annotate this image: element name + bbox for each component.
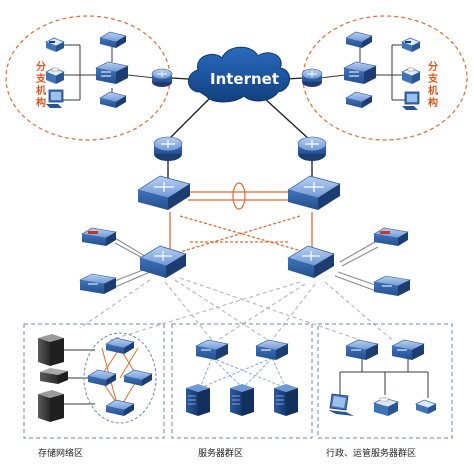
ha-links [169, 191, 313, 253]
internet-label: Internet [210, 70, 279, 88]
admin-links [339, 358, 429, 398]
left-branch-pc-icon [46, 89, 64, 108]
right-branch-ap-icon [345, 31, 373, 48]
admin-switch-left-icon [345, 339, 379, 360]
access-switch-left-icon [79, 273, 117, 294]
left-branch-char-3: 机 [36, 84, 46, 97]
server-2-icon [230, 384, 254, 416]
left-branch-area [5, 15, 171, 141]
right-branch-char-1: 分 [428, 60, 438, 73]
distribution-links [79, 277, 393, 341]
left-branch-char-1: 分 [36, 60, 46, 73]
admin-phone-icon [414, 399, 438, 414]
right-branch-hub-icon [345, 91, 373, 108]
san-switch-right-icon [123, 369, 153, 386]
right-branch-printer-icon [401, 67, 421, 84]
storage-zone [23, 323, 165, 439]
left-branch-printer-icon [45, 67, 65, 84]
admin-printer-icon [372, 397, 400, 416]
storage-array-2-icon [38, 390, 64, 422]
server-zone [171, 323, 313, 439]
right-branch-char-3: 机 [428, 84, 438, 97]
core-switch-right-icon [287, 175, 341, 210]
right-branch-area [302, 15, 468, 141]
storage-zone-label: 存储网络区 [38, 447, 83, 459]
left-branch-ap-icon [99, 31, 127, 48]
aggregation-switch-left-icon [139, 245, 187, 278]
access-firewall-left-icon [81, 227, 117, 246]
tape-library-icon [40, 368, 68, 384]
laptop-icon [328, 393, 354, 416]
left-branch-hub-icon [99, 91, 127, 108]
right-branch-switch-icon [343, 61, 377, 84]
left-branch-char-4: 构 [36, 96, 46, 109]
right-branch-pc-icon [402, 91, 420, 110]
right-branch-char-2: 支 [427, 72, 439, 85]
right-branch-label: 分 支 机 构 [427, 60, 439, 109]
server-1-icon [186, 384, 210, 416]
server-3-icon [274, 384, 298, 416]
edge-router-right-icon [297, 136, 327, 161]
link-aggregation-ring [232, 182, 246, 210]
right-branch-char-4: 构 [428, 96, 438, 109]
left-branch-char-2: 支 [35, 72, 47, 85]
storage-array-1-icon [38, 334, 64, 366]
aggregation-switch-right-icon [287, 245, 335, 278]
san-switch-left-icon [87, 369, 117, 386]
server-switch-left-icon [195, 339, 229, 360]
server-links [199, 357, 287, 389]
core-switch-left-icon [137, 175, 191, 210]
right-branch-router-icon [301, 68, 323, 87]
san-switch-top-icon [105, 337, 135, 354]
san-switch-bottom-icon [105, 399, 135, 416]
left-branch-switch-icon [95, 61, 129, 84]
edge-router-left-icon [153, 136, 183, 161]
san-fabric-area [83, 332, 157, 424]
access-firewall-right-icon [373, 227, 409, 246]
admin-switch-right-icon [391, 339, 425, 360]
internet-cloud: Internet [188, 46, 290, 103]
left-branch-label: 分 支 机 构 [35, 60, 47, 109]
left-branch-phone-icon [45, 37, 65, 52]
access-switch-right-icon [373, 275, 411, 296]
server-switch-right-icon [255, 339, 289, 360]
right-branch-phone-icon [401, 37, 421, 52]
admin-zone [317, 323, 453, 439]
admin-zone-label: 行政、运管服务器群区 [326, 447, 416, 459]
left-branch-router-icon [151, 68, 173, 87]
server-zone-label: 服务器群区 [198, 447, 243, 459]
